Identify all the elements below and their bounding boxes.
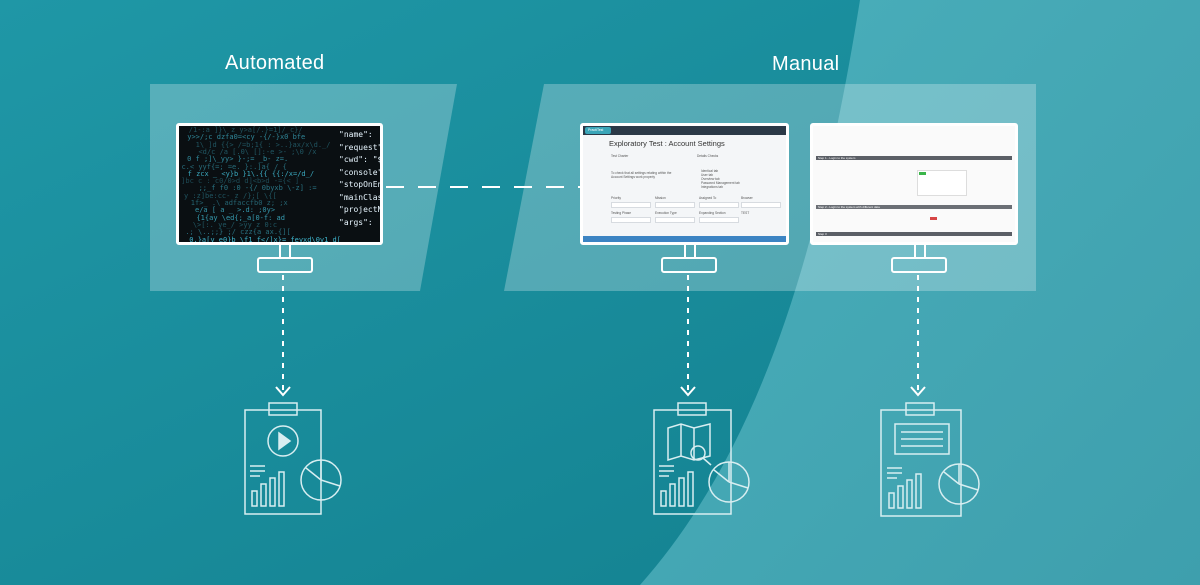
code-rain-line: c.< yyf{=; =e. }:.]a{ / { bbox=[181, 162, 287, 171]
charter-description: To check that all settings relating with… bbox=[611, 171, 672, 179]
label-expanding: Expanding Section bbox=[699, 211, 726, 215]
code-rain-line: ;;_f f0 :0 -{/ 0byxb \-z] := bbox=[198, 184, 317, 193]
step-header-text: Step 3 bbox=[818, 232, 827, 236]
code-json-line: "mainClass bbox=[339, 192, 383, 202]
code-rain-line: /1-:a ]}\ z y>a[/.}=1]/_c}/ bbox=[188, 126, 303, 134]
code-rain-line: 0 f ;]\_yy> }-;= _b- z=. bbox=[187, 155, 289, 164]
exploratory-title: Exploratory Test : Account Settings bbox=[609, 139, 725, 148]
code-rain-line: \>[:. ye_/ >yy z 0:c bbox=[192, 220, 278, 229]
code-rain-line: .; \..;;} ;/ czz{a ax.{][ bbox=[185, 228, 291, 237]
label-test: TEST bbox=[741, 211, 750, 215]
label-charter: Test Charter bbox=[611, 154, 629, 158]
checklist-item: Overview tab bbox=[701, 177, 720, 181]
label-priority: Priority bbox=[611, 196, 621, 200]
checklist-item: Password Management tab bbox=[701, 181, 740, 185]
step-header-text: Step 1 - Login to the system bbox=[818, 156, 856, 160]
step-header-text: Step 2 - Login to the system with differ… bbox=[818, 205, 880, 209]
code-rain-line: 0.}a[y e0}b \f1 f</]x}= feyxd\0y1 d[ bbox=[189, 235, 341, 244]
code-rain-line: 1f>_ .\ adfaccfb0 z; ;x bbox=[190, 199, 288, 207]
checklist-item: User tab bbox=[701, 173, 714, 177]
code-rain-line: <d/c /a [.0\ []:-e >- ;\0 /x bbox=[198, 147, 317, 156]
exploratory-screen: PractiTest Exploratory Test : Account Se… bbox=[580, 123, 789, 245]
code-json-lines: "name": "request" "cwd": "$ "console" "stopO… bbox=[339, 126, 383, 242]
code-rain-line: y>>/;c dzfa0=<cy -{/-}x0 bfe bbox=[187, 133, 306, 142]
mission-field[interactable] bbox=[655, 202, 695, 208]
code-rain-line: f zcx _ <y}b }1\.{{ {{:/x=/d_/ bbox=[187, 169, 315, 178]
label-browser: Browser bbox=[741, 196, 753, 200]
pie-chart-icon bbox=[300, 459, 342, 501]
label-assigned: Assigned To bbox=[699, 196, 717, 200]
step-header bbox=[816, 205, 1012, 209]
fail-badge bbox=[930, 217, 937, 220]
map-search-icon bbox=[667, 423, 712, 466]
step-header bbox=[816, 156, 1012, 160]
code-json-line: "stopOnEnt bbox=[339, 180, 383, 189]
pie-chart-icon bbox=[938, 463, 980, 505]
step-header bbox=[816, 232, 1012, 236]
bar-chart-icon bbox=[887, 467, 922, 509]
bar-chart-icon bbox=[250, 465, 285, 507]
code-json-line: "request" bbox=[339, 142, 383, 152]
checklist-item: Integrations tab bbox=[701, 185, 723, 189]
bar-chart-icon bbox=[659, 465, 694, 507]
code-json-line: "console" bbox=[339, 167, 383, 177]
code-rain-line: 1\ ]d {{> /=b;1{ : >..}ax/x\d._/ bbox=[195, 140, 331, 149]
pie-chart-icon bbox=[708, 461, 750, 503]
play-video-icon bbox=[267, 425, 299, 457]
priority-field[interactable] bbox=[611, 202, 651, 208]
automated-heading: Automated bbox=[225, 52, 325, 74]
code-rain-line: {1{ay \ed{;_a[0-f: ad bbox=[196, 213, 285, 222]
assigned-field[interactable] bbox=[699, 202, 739, 208]
document-list-icon bbox=[894, 423, 950, 455]
label-execution: Execution Type bbox=[655, 211, 677, 215]
clipboard-icon bbox=[880, 402, 962, 517]
code-json-line: "args": bbox=[339, 217, 373, 227]
pass-badge bbox=[919, 172, 926, 175]
expanding-field[interactable] bbox=[699, 217, 739, 223]
code-json-line: "name": bbox=[339, 130, 373, 139]
app-bottom-bar bbox=[583, 236, 786, 242]
label-mission: Mission bbox=[655, 196, 666, 200]
execution-field[interactable] bbox=[655, 217, 695, 223]
phase-field[interactable] bbox=[611, 217, 651, 223]
code-rain-line: y :z]be:cc- z /};[ \{[ bbox=[183, 191, 277, 200]
app-topbar: PractiTest bbox=[583, 126, 786, 135]
label-details: Details Checks bbox=[697, 154, 719, 158]
checklist: Identical tab User tab Overview tab Pass… bbox=[701, 169, 740, 189]
code-json-line: "projectNa bbox=[339, 205, 383, 214]
manual-heading: Manual bbox=[772, 53, 840, 75]
code-screen: /1-:a ]}\ z y>a[/.}=1]/_c}/ y>>/;c dzfa0… bbox=[176, 123, 383, 245]
code-json-line: "cwd": "$ bbox=[339, 155, 383, 164]
practitest-logo bbox=[585, 127, 611, 134]
code-rain-line: ]bc c : c0/0>d d]<b>d -={< ] bbox=[181, 177, 300, 186]
steps-screen: Step 1 - Login to the system Step 2 - Lo… bbox=[810, 123, 1018, 245]
label-phase: Testing Phase bbox=[611, 211, 632, 215]
code-rain: /1-:a ]}\ z y>a[/.}=1]/_c}/ y>>/;c dzfa0… bbox=[179, 126, 341, 244]
code-rain-line: e/a [ a _ >.d: ;0y> bbox=[194, 206, 276, 215]
checklist-item: Identical tab bbox=[701, 169, 719, 173]
app-logo-text: PractiTest bbox=[588, 128, 604, 132]
browser-field[interactable] bbox=[741, 202, 781, 208]
